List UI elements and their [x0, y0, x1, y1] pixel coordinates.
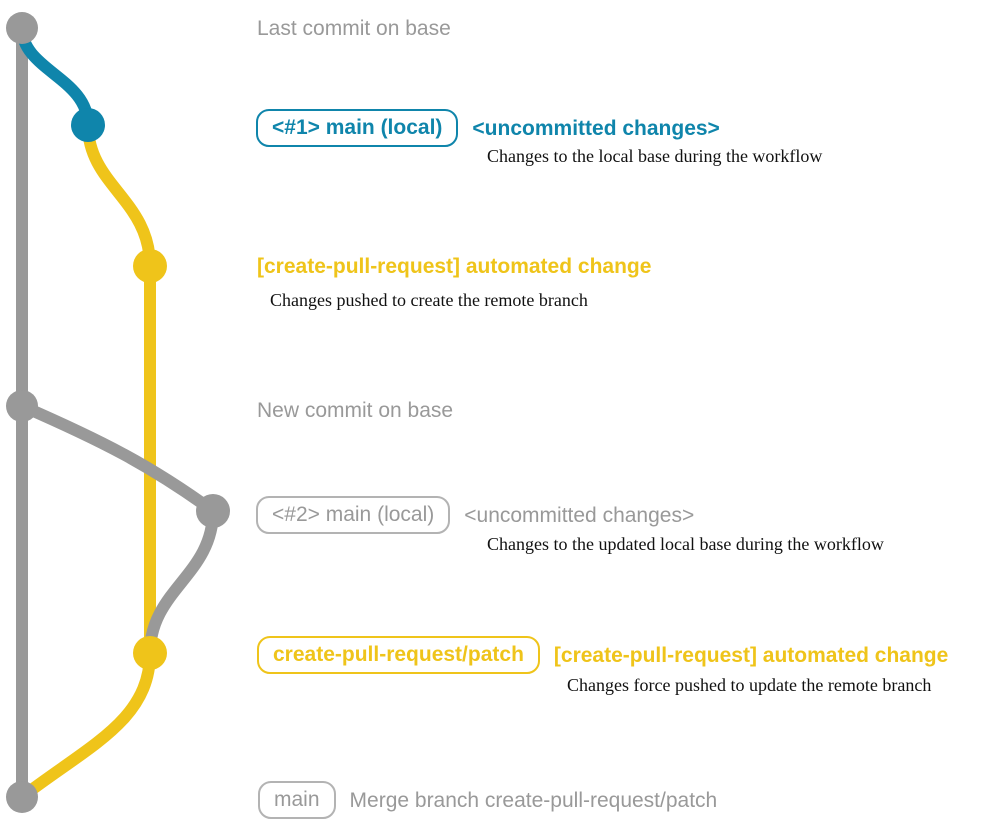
commit-subject-local-uncommitted-1: <uncommitted changes>: [472, 116, 720, 140]
commit-node-last-commit-on-base[interactable]: [6, 12, 38, 44]
commit-subject-last-commit-on-base: Last commit on base: [257, 17, 451, 40]
commit-row-automated-change-create: [create-pull-request] automated change: [257, 254, 651, 279]
commit-node-local-uncommitted-2[interactable]: [196, 494, 230, 528]
commit-row-local-uncommitted-2: <#2> main (local) <uncommitted changes>: [256, 496, 694, 534]
commit-row-merge-commit: main Merge branch create-pull-request/pa…: [258, 781, 717, 819]
commit-description-local-uncommitted-1: Changes to the local base during the wor…: [487, 146, 823, 166]
remote-branch-create-line: [82, 119, 156, 272]
commit-subject-automated-change-create: [create-pull-request] automated change: [257, 255, 652, 278]
branch-badge-create-pull-request-patch[interactable]: create-pull-request/patch: [257, 636, 540, 674]
commit-description-automated-change-update: Changes force pushed to update the remot…: [567, 675, 932, 695]
commit-node-local-uncommitted-1[interactable]: [71, 108, 105, 142]
local-branch-2-line: [16, 400, 219, 517]
commit-subject-local-uncommitted-2: <uncommitted changes>: [464, 503, 695, 527]
branch-badge-main[interactable]: main: [258, 781, 336, 819]
merge-back-line: [16, 647, 156, 803]
local-branch-2-merge-line: [144, 505, 219, 659]
commit-description-local-uncommitted-2: Changes to the updated local base during…: [487, 534, 884, 554]
branch-badge-main-local-1[interactable]: <#1> main (local): [256, 109, 459, 147]
commit-subject-automated-change-update: [create-pull-request] automated change: [553, 643, 949, 667]
commit-subject-new-commit-on-base: New commit on base: [257, 399, 454, 422]
commit-node-merge-commit[interactable]: [6, 781, 38, 813]
commit-node-automated-change-update[interactable]: [133, 636, 167, 670]
branch-badge-main-local-2[interactable]: <#2> main (local): [256, 496, 451, 534]
commit-node-automated-change-create[interactable]: [133, 249, 167, 283]
commit-row-local-uncommitted-1: <#1> main (local) <uncommitted changes>: [256, 109, 720, 147]
commit-row-automated-change-update: create-pull-request/patch [create-pull-r…: [257, 636, 948, 674]
commit-subject-merge-commit: Merge branch create-pull-request/patch: [349, 788, 718, 812]
commit-description-automated-change-create: Changes pushed to create the remote bran…: [270, 290, 588, 310]
commit-node-new-commit-on-base[interactable]: [6, 390, 38, 422]
